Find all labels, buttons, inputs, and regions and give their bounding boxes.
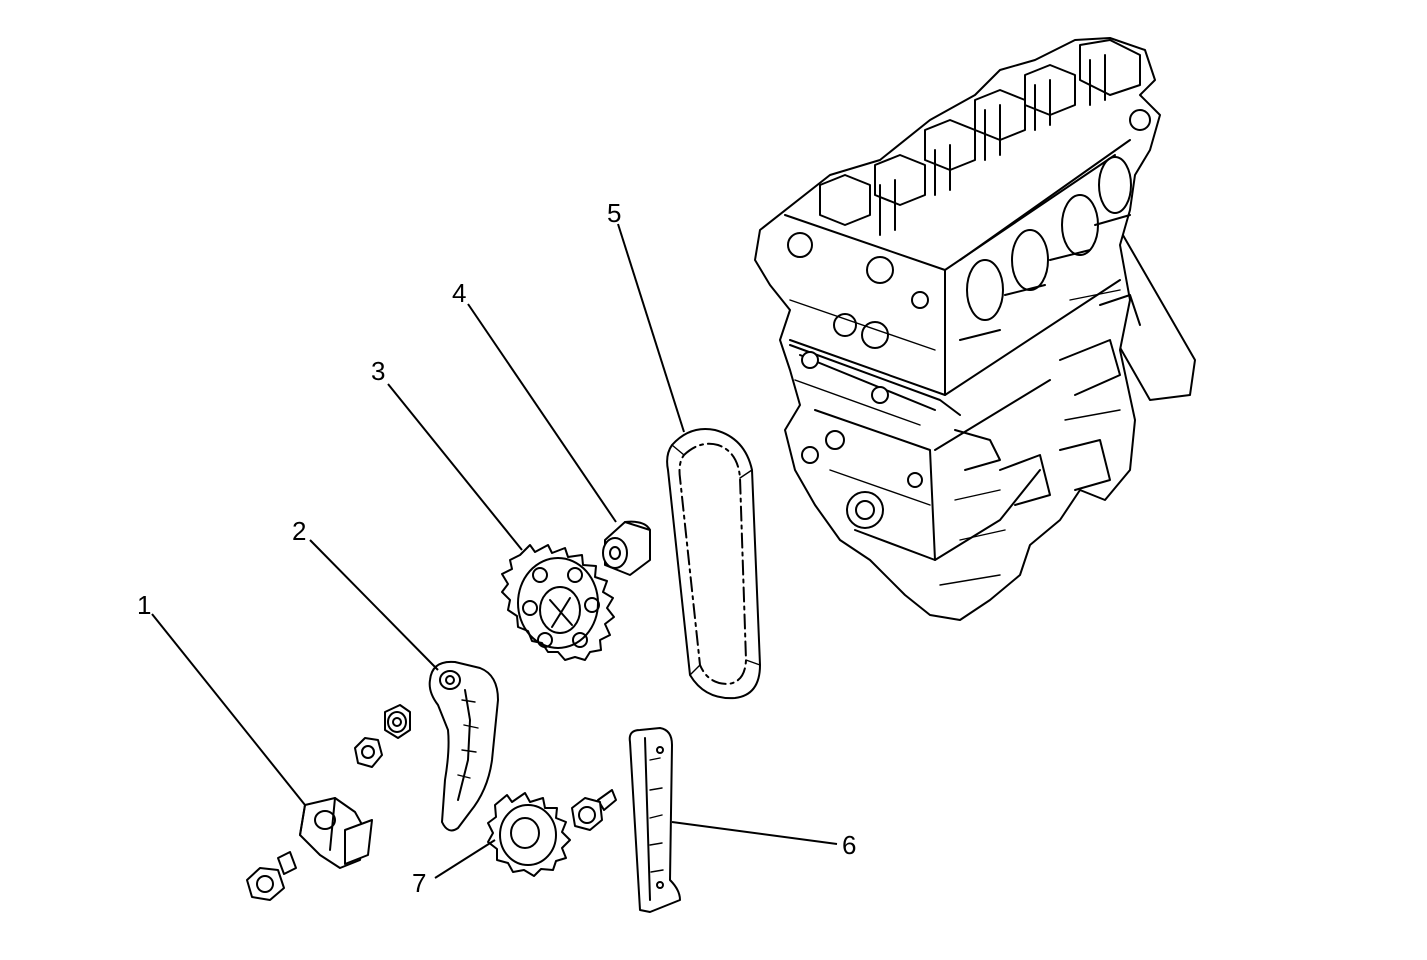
chain-guide [628,727,681,913]
hex-nut [354,737,383,768]
callout-5: 5 [607,198,621,228]
leader-lines [151,223,838,879]
flange-bolt [571,789,617,831]
tensioner-bolt [246,851,297,901]
leader-line-1 [151,613,306,806]
leader-line-7 [434,839,496,879]
callout-1: 1 [137,590,151,620]
callout-7: 7 [412,868,426,898]
crankshaft-sprocket [487,792,571,877]
callout-6: 6 [842,830,856,860]
engine-block [754,37,1196,621]
pivot-bolt [384,704,411,739]
callout-3: 3 [371,356,385,386]
camshaft-bushing [602,520,651,576]
callout-4: 4 [452,278,466,308]
tensioner-arm [428,660,499,832]
leader-line-2 [309,539,439,671]
chain-tensioner [299,797,373,869]
leader-line-6 [671,821,838,845]
timing-chain [666,428,761,700]
callout-labels: 1 2 3 4 5 6 7 [137,198,856,898]
callout-2: 2 [292,516,306,546]
camshaft-sprocket [501,544,615,661]
leader-line-3 [387,383,523,551]
leader-line-4 [467,303,617,523]
leader-line-5 [617,223,685,433]
